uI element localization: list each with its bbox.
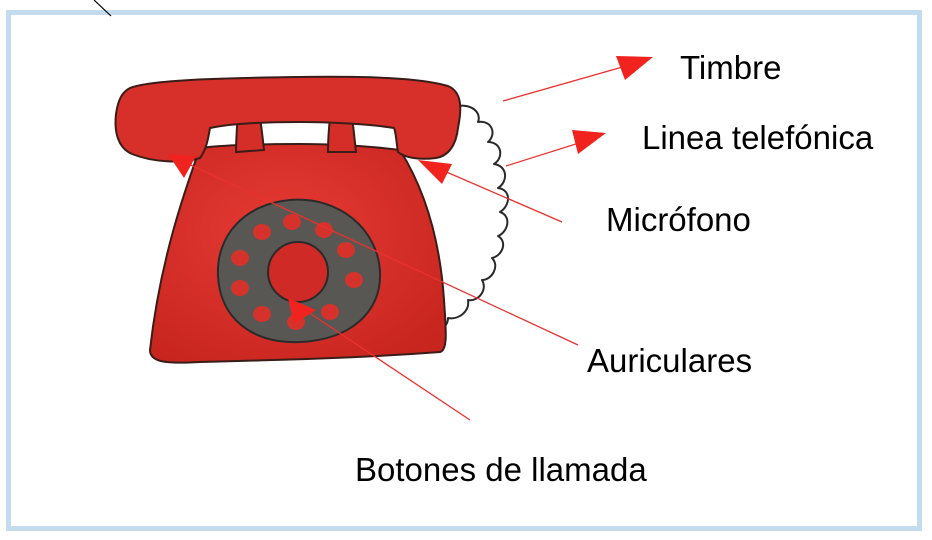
coiled-cord-icon (439, 104, 509, 331)
auriculares-pointer-line (179, 159, 579, 346)
timbre-arrowhead (616, 56, 653, 80)
rotary-telephone-icon (114, 75, 462, 364)
botones-arrowhead (288, 298, 316, 324)
label-linea-telefonica: Linea telefónica (642, 119, 874, 156)
linea-arrowhead (572, 130, 606, 154)
label-timbre: Timbre (680, 49, 782, 86)
microfono-arrowhead (418, 160, 452, 184)
red-arrow-icon (168, 56, 653, 324)
label-microfono: Micrófono (606, 201, 751, 238)
rotary-dial (216, 198, 382, 344)
timbre-pointer-line (502, 61, 641, 102)
label-auriculares: Auriculares (587, 342, 753, 379)
microfono-pointer-line (427, 163, 563, 223)
label-botones-de-llamada: Botones de llamada (355, 451, 647, 488)
botones-pointer-line (295, 303, 471, 421)
handset (114, 75, 462, 163)
corner-stroke (93, 0, 112, 17)
annotation-lines (179, 61, 641, 421)
auriculares-arrowhead (168, 154, 196, 178)
